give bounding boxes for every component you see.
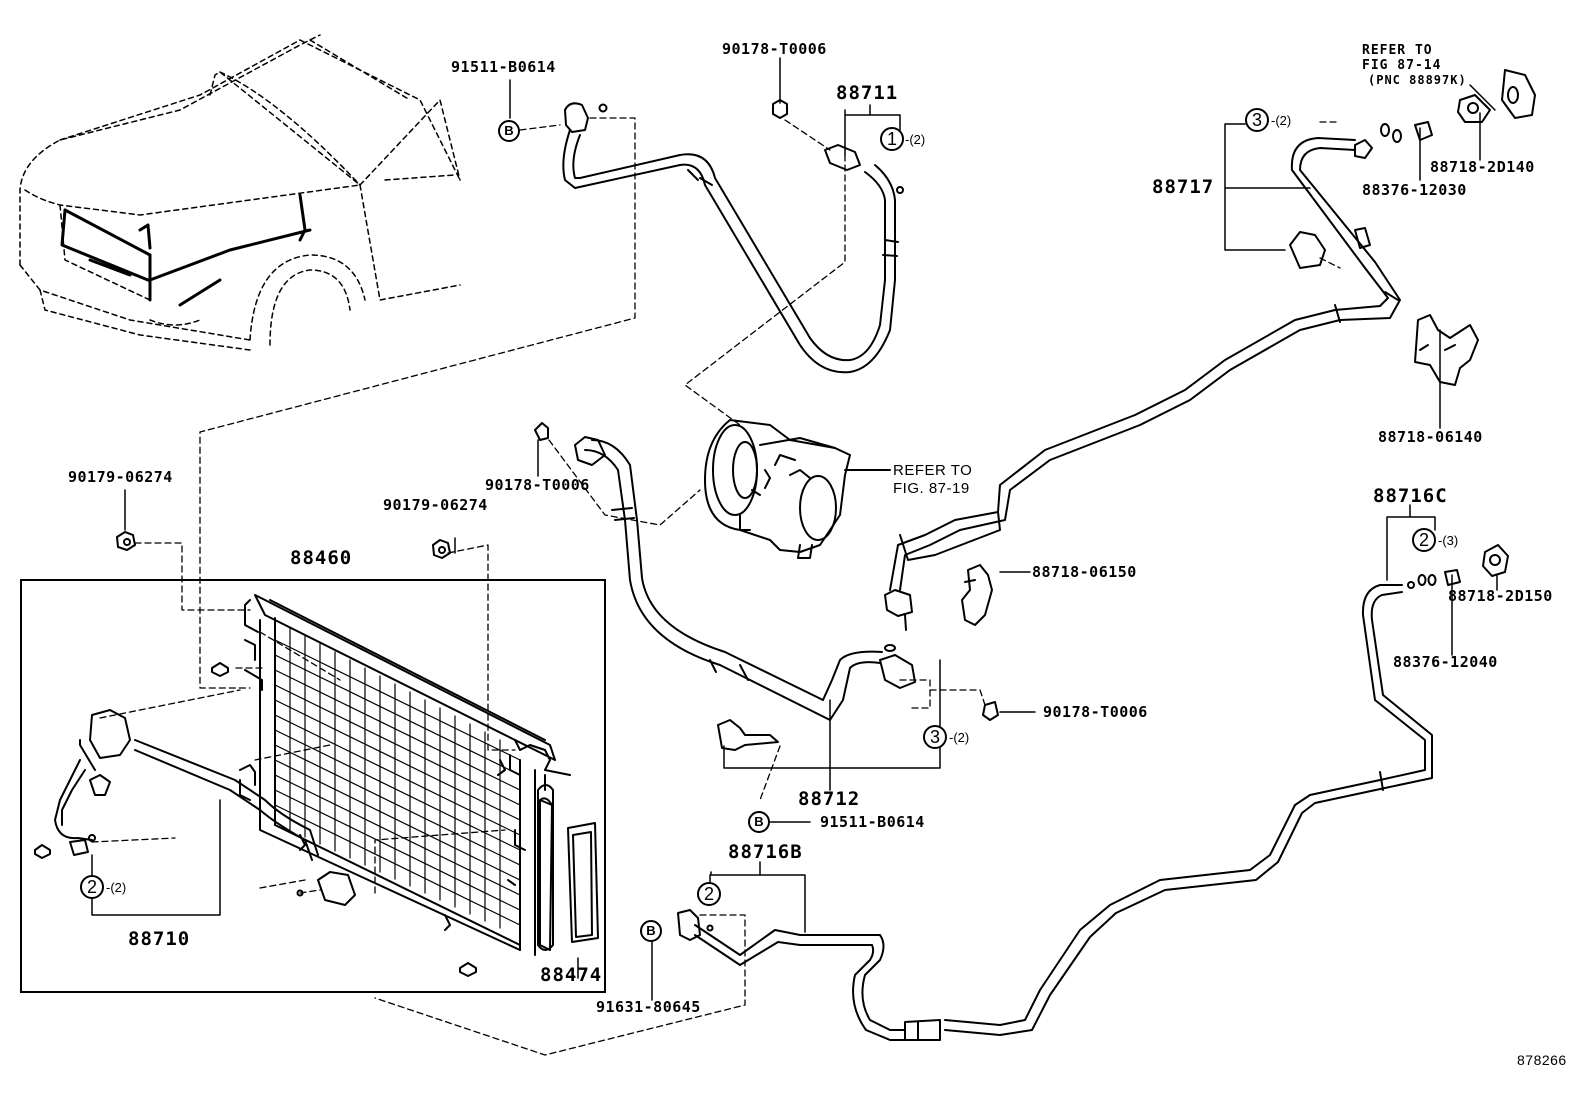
callout-b-top[interactable]: B — [498, 120, 520, 142]
callout-2-right[interactable]: 2 — [1412, 528, 1436, 552]
part-label-88718-2d140[interactable]: 88718-2D140 — [1430, 158, 1535, 176]
part-label-91511-b0614-top[interactable]: 91511-B0614 — [451, 58, 556, 76]
callout-1[interactable]: 1 — [880, 127, 904, 151]
condenser — [239, 594, 571, 956]
pressure-switch — [69, 709, 131, 856]
part-label-91631-80645[interactable]: 91631-80645 — [596, 998, 701, 1016]
part-label-91511-b0614-bottom[interactable]: 91511-B0614 — [820, 813, 925, 831]
refer-fig-87-19-line1: REFER TO — [893, 462, 973, 479]
fitting-88712 — [879, 589, 999, 721]
callout-3-top-qty: -(2) — [1271, 113, 1292, 128]
hose-88717 — [889, 137, 1401, 591]
condenser-bolts — [34, 662, 477, 977]
fitting-88716c — [1407, 544, 1509, 589]
hose-88716c — [944, 584, 1433, 1036]
part-label-88460[interactable]: 88460 — [290, 547, 353, 569]
clamp-88717 — [1289, 227, 1371, 269]
part-label-90178-t0006-top[interactable]: 90178-T0006 — [722, 40, 827, 58]
refer-fig-87-14-line1: REFER TO — [1362, 43, 1433, 58]
part-label-88376-12040[interactable]: 88376-12040 — [1393, 653, 1498, 671]
nut-90179-mid — [432, 539, 451, 559]
vehicle-outline — [19, 34, 461, 351]
part-label-88712[interactable]: 88712 — [798, 788, 861, 810]
part-label-88718-06140[interactable]: 88718-06140 — [1378, 428, 1483, 446]
refer-fig-87-14-line2: FIG 87-14 — [1362, 58, 1442, 73]
figure-number: 878266 — [1517, 1052, 1567, 1068]
fitting-88711 — [824, 144, 904, 194]
condenser-group-box — [20, 579, 606, 993]
callout-3-mid-qty: -(2) — [949, 730, 970, 745]
part-label-88716c[interactable]: 88716C — [1373, 485, 1448, 507]
nut-90178-top — [772, 99, 788, 119]
part-label-88716b[interactable]: 88716B — [728, 841, 803, 863]
fitting-top-left — [564, 102, 608, 133]
part-label-90179-06274-mid[interactable]: 90179-06274 — [383, 496, 488, 514]
callout-b-mid[interactable]: B — [748, 811, 770, 833]
fitting-88716b — [677, 909, 714, 941]
clamp-88718-06150 — [961, 564, 993, 626]
vehicle-ac-lines — [60, 193, 312, 307]
callout-3-top[interactable]: 3 — [1245, 108, 1269, 132]
callout-2-bottom[interactable]: 2 — [697, 882, 721, 906]
desiccant-88474 — [567, 822, 599, 943]
hose-88711 — [562, 129, 899, 374]
part-label-90178-t0006-right[interactable]: 90178-T0006 — [1043, 703, 1148, 721]
hose-88712 — [584, 439, 883, 721]
bracket-88718-06140 — [1414, 314, 1479, 386]
refer-fig-87-19-line2: FIG. 87-19 — [893, 480, 970, 497]
callout-2-left-qty: -(2) — [106, 880, 127, 895]
part-label-88474[interactable]: 88474 — [540, 964, 603, 986]
callout-3-mid[interactable]: 3 — [923, 725, 947, 749]
fitting-88712-lower — [717, 719, 779, 751]
part-label-88717[interactable]: 88717 — [1152, 176, 1215, 198]
callout-b-bottom[interactable]: B — [640, 920, 662, 942]
part-label-88711[interactable]: 88711 — [836, 82, 899, 104]
nut-90178-mid — [534, 422, 606, 466]
part-label-88718-2d150[interactable]: 88718-2D150 — [1448, 587, 1553, 605]
clamp-88710 — [296, 871, 356, 906]
part-label-90179-06274-left[interactable]: 90179-06274 — [68, 468, 173, 486]
receiver-dryer — [537, 774, 554, 951]
hose-88716b — [694, 924, 941, 1041]
part-label-88710[interactable]: 88710 — [128, 928, 191, 950]
nut-90179-left — [116, 531, 136, 551]
part-label-88376-12030[interactable]: 88376-12030 — [1362, 181, 1467, 199]
part-label-90178-t0006-mid[interactable]: 90178-T0006 — [485, 476, 590, 494]
part-label-88718-06150[interactable]: 88718-06150 — [1032, 563, 1137, 581]
condenser-fins — [274, 627, 521, 929]
compressor — [704, 419, 891, 559]
callout-1-qty: -(2) — [905, 132, 926, 147]
callout-2-left[interactable]: 2 — [80, 875, 104, 899]
fitting-88717-top — [1354, 69, 1536, 159]
callout-2-right-qty: -(3) — [1438, 533, 1459, 548]
refer-fig-87-14-line3: (PNC 88897K) — [1368, 73, 1467, 87]
